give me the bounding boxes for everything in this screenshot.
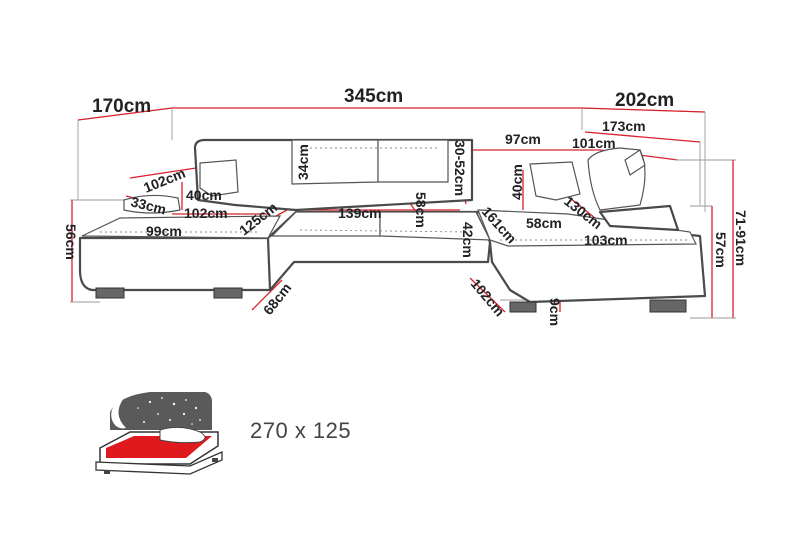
- dim-right-back-width: 97cm: [505, 131, 541, 147]
- dim-leg-height: 9cm: [547, 298, 563, 326]
- dim-headrest-range: 30-52cm: [452, 140, 468, 196]
- dim-right-depth: 202cm: [615, 90, 674, 111]
- dim-center-seat-depth: 58cm: [413, 192, 429, 228]
- dim-left-depth: 170cm: [92, 96, 151, 117]
- dim-right-foot-depth: 102cm: [468, 276, 508, 320]
- dim-total-height: 71-91cm: [733, 210, 749, 266]
- dim-left-seat-depth: 99cm: [146, 223, 182, 239]
- bed-size-label: 270 x 125: [250, 418, 352, 443]
- dim-right-chaise-width: 103cm: [584, 232, 628, 248]
- dim-left-pillow-small: 40cm: [186, 187, 222, 203]
- dim-left-pillow-width: 102cm: [141, 165, 187, 196]
- dim-left-seat-width: 102cm: [184, 205, 228, 221]
- dim-center-seat-width: 139cm: [338, 205, 382, 221]
- dim-seat-height-center: 42cm: [460, 222, 476, 258]
- dim-right-seat-depth: 101cm: [572, 135, 616, 151]
- dim-backrest-height: 34cm: [295, 144, 311, 180]
- dim-right-depth-inner: 173cm: [602, 118, 646, 134]
- bed-function-icon: [95, 392, 223, 475]
- dim-seat-height-left: 56cm: [63, 224, 79, 260]
- dim-total-width: 345cm: [344, 86, 403, 107]
- dim-seat-height-right: 57cm: [713, 232, 729, 268]
- dim-right-seat-width: 58cm: [526, 215, 562, 231]
- sofa-outline: [78, 138, 707, 313]
- dim-right-pillow: 40cm: [509, 164, 525, 200]
